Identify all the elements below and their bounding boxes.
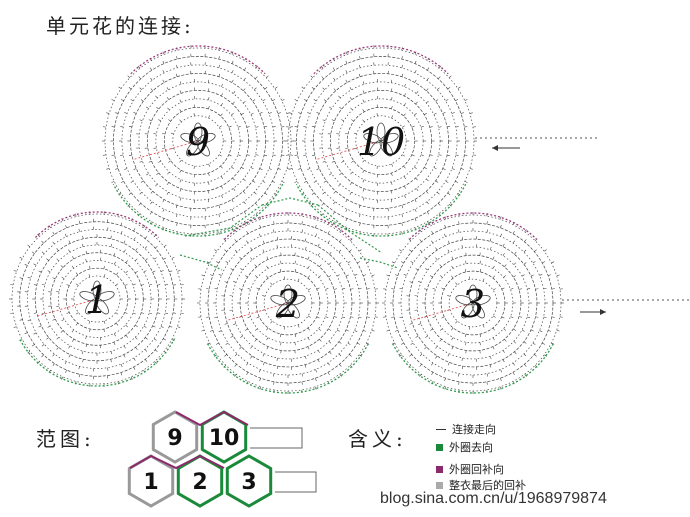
direction-guides	[475, 137, 690, 315]
motif-2: 2	[197, 212, 379, 394]
green-square-icon	[436, 443, 443, 451]
hex-cell-label: 3	[241, 470, 256, 495]
join-bridge	[179, 254, 223, 271]
page-title: 单元花的连接:	[46, 14, 194, 38]
legend-item-connection: 连接走向	[436, 421, 496, 437]
join-bridge	[184, 204, 263, 237]
small-hex-map: 9 10 1 2 3	[127, 410, 317, 508]
motif-number: 9	[186, 120, 210, 164]
motif-number: 10	[357, 120, 405, 164]
purple-square-icon	[436, 465, 443, 473]
flower-icon	[270, 284, 306, 319]
motif-10: 10	[285, 45, 477, 237]
motif-number: 2	[275, 282, 300, 326]
small-map-label: 范图:	[36, 427, 95, 451]
hex-cell	[127, 454, 175, 508]
legend-text: 外圈回补向	[449, 463, 504, 476]
join-bridge	[317, 204, 383, 254]
motif-number: 1	[85, 278, 109, 322]
legend-text: 外圈去向	[449, 441, 493, 454]
legend-title: 含义:	[348, 427, 407, 451]
hex-cell-label: 2	[192, 470, 207, 495]
legend-item-outer-back: 外圈回补向	[436, 461, 504, 477]
flower-icon	[180, 122, 216, 157]
hex-cell-label: 9	[167, 426, 182, 451]
join-bridge	[359, 257, 399, 269]
hex-cell	[151, 410, 199, 464]
flower-icon	[363, 122, 399, 157]
legend-item-outer-out: 外圈去向	[436, 439, 493, 455]
motif-number: 3	[461, 282, 485, 326]
motif-9: 9	[102, 45, 294, 237]
flower-icon	[79, 280, 115, 315]
hex-cell	[225, 454, 273, 508]
gray-square-icon	[436, 481, 443, 489]
hex-cell-label: 1	[143, 470, 158, 495]
motif-3: 3	[382, 212, 564, 394]
hex-cell	[176, 454, 224, 508]
motif-1: 1	[9, 211, 185, 387]
legend-item-final: 整衣最后的回补	[436, 477, 526, 493]
legend-text: 整衣最后的回补	[449, 479, 526, 492]
join-bridge	[261, 197, 319, 206]
hex-cell-label: 10	[209, 426, 240, 451]
flower-icon	[455, 284, 491, 319]
watermark: blog.sina.com.cn/u/1968979874	[380, 490, 607, 507]
legend-text: 连接走向	[452, 423, 496, 436]
line-icon	[436, 428, 446, 430]
